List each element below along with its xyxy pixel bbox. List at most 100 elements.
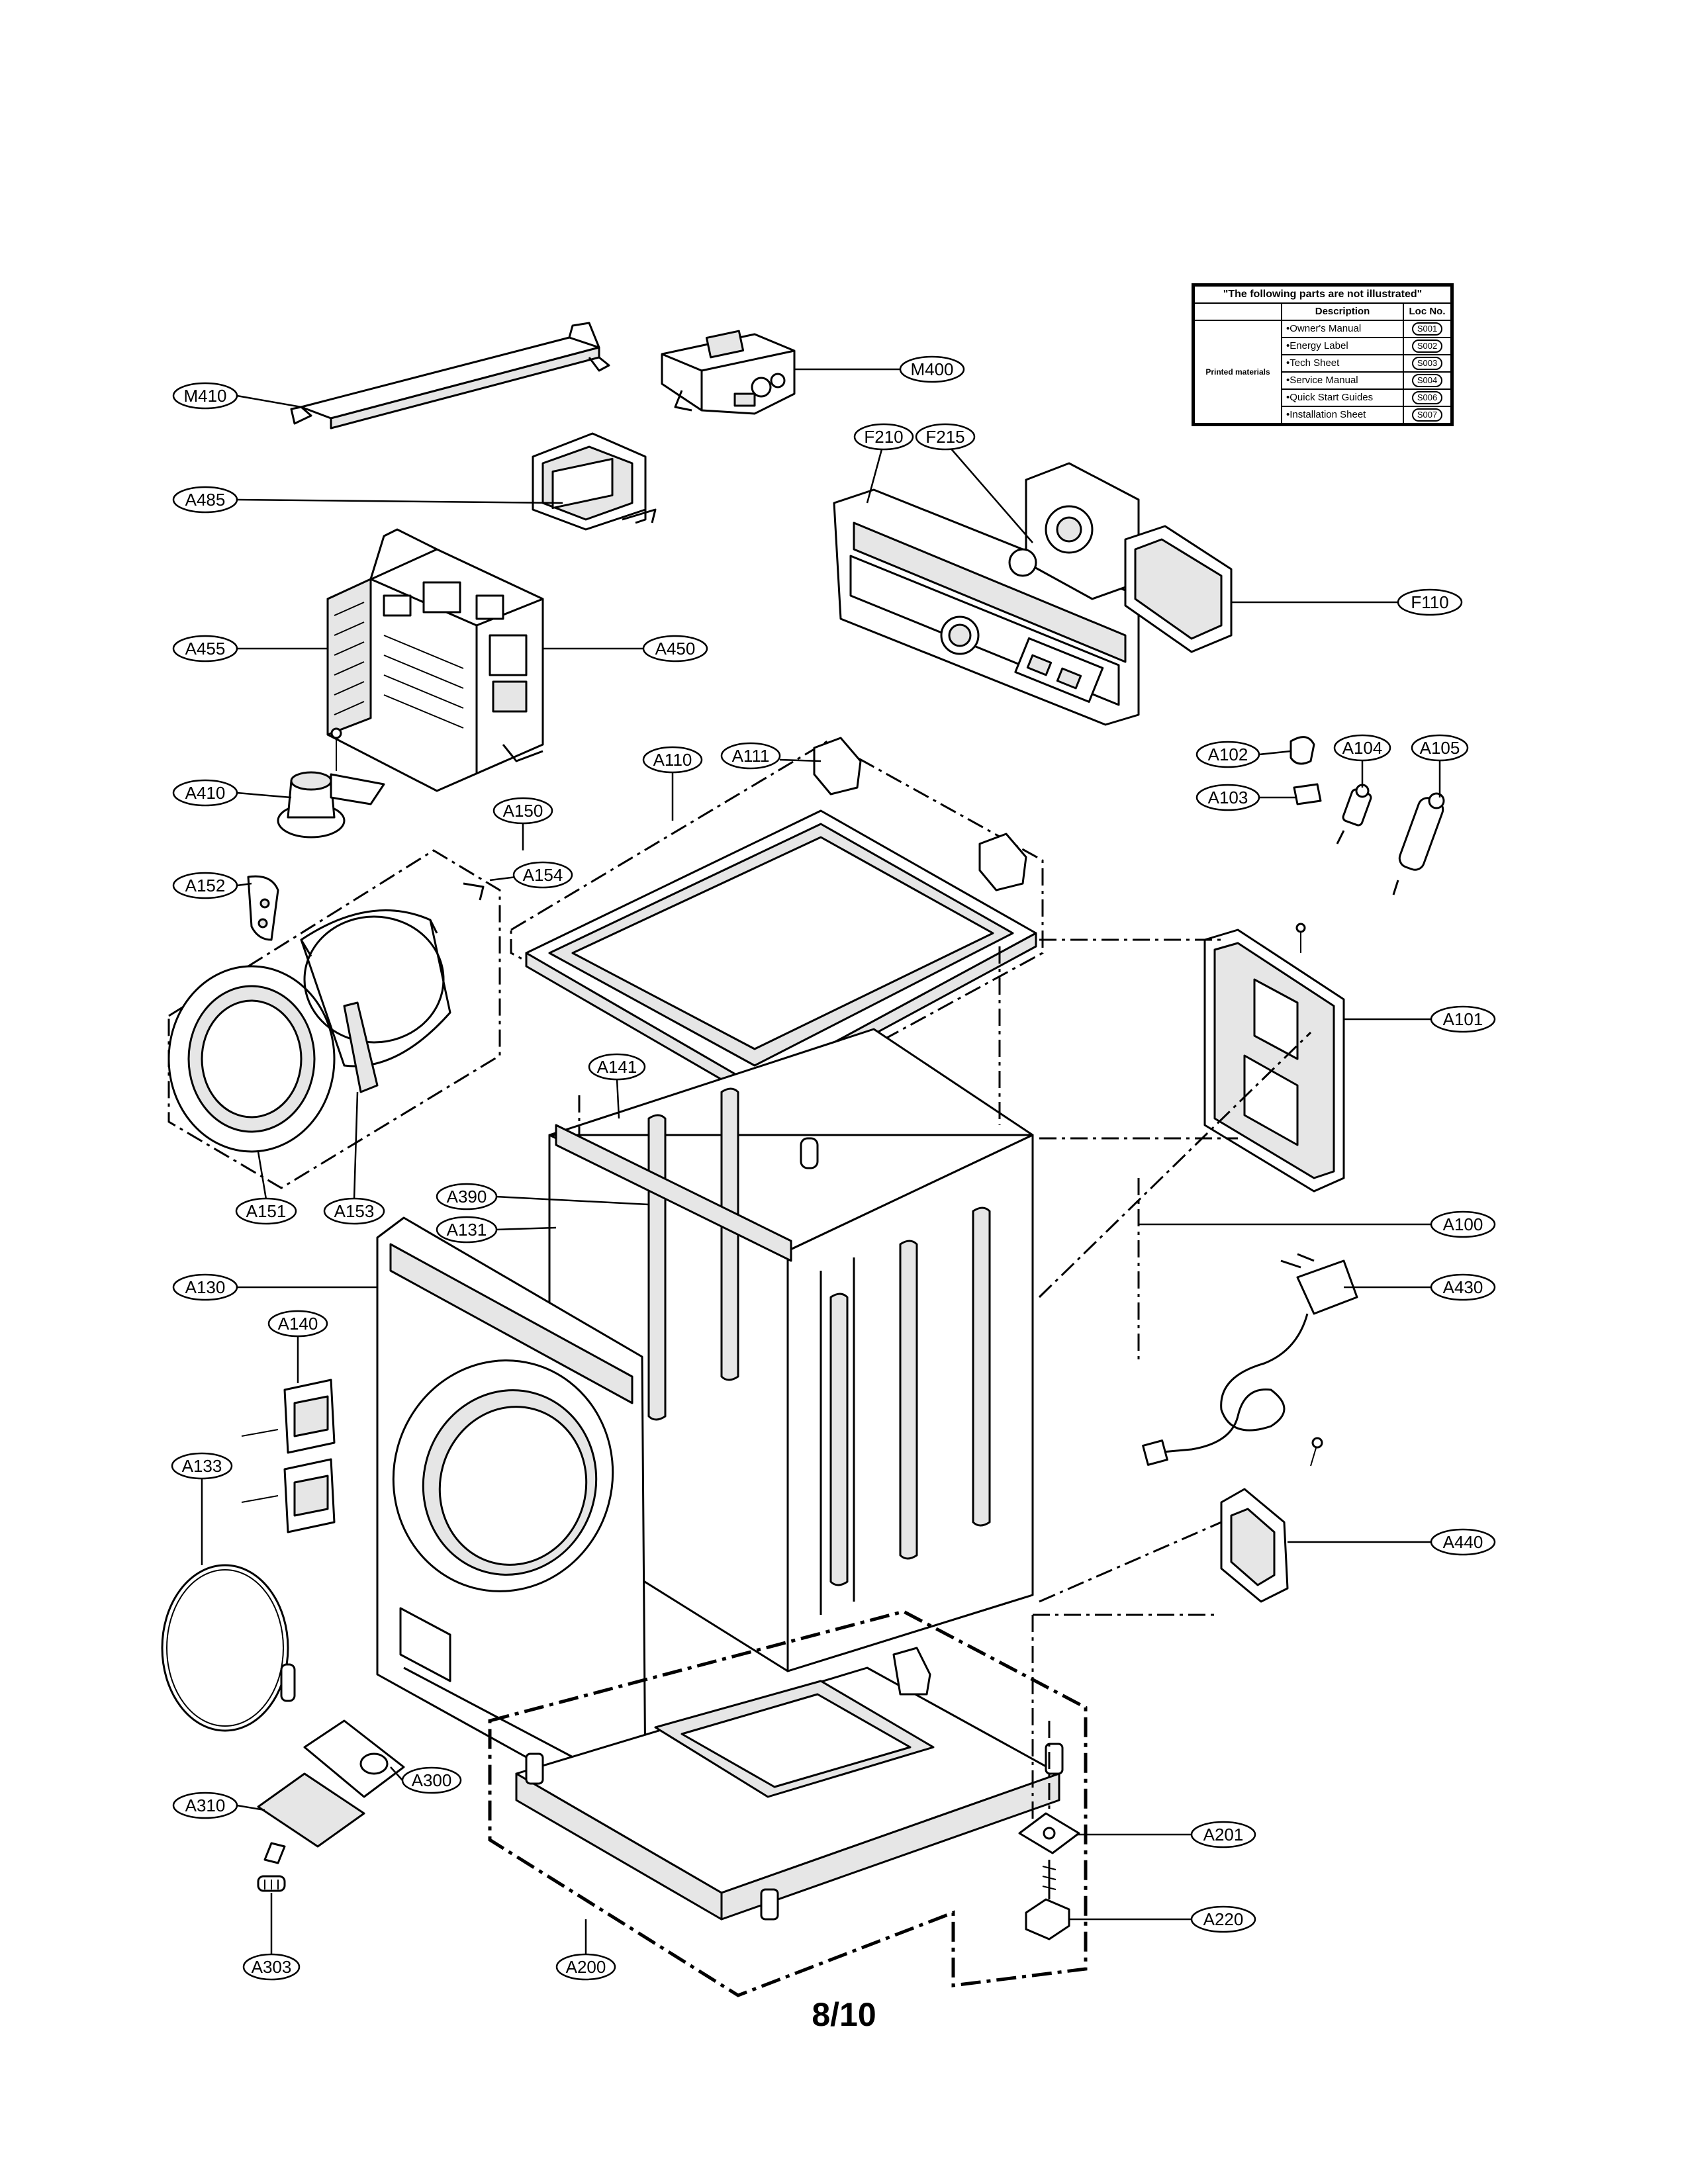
- svg-text:A485: A485: [185, 490, 226, 510]
- svg-text:A130: A130: [185, 1277, 226, 1297]
- latch-curved-part: [247, 875, 279, 941]
- bracket-bar-part: [290, 322, 610, 430]
- row-loc: S004: [1411, 374, 1443, 387]
- callout-a140: A140: [267, 1310, 328, 1338]
- callout-a152: A152: [172, 872, 238, 899]
- front-panel-part: [376, 1216, 647, 1808]
- callout-a201: A201: [1190, 1821, 1256, 1848]
- svg-text:A200: A200: [566, 1957, 606, 1977]
- callout-m400: M400: [899, 355, 965, 383]
- svg-text:M400: M400: [910, 359, 953, 379]
- svg-text:A103: A103: [1208, 788, 1248, 807]
- callout-a200: A200: [555, 1953, 616, 1981]
- table-row: •Service Manual S004: [1194, 371, 1453, 390]
- row-description: •Energy Label: [1281, 337, 1404, 355]
- row-description: •Tech Sheet: [1281, 354, 1404, 373]
- svg-text:A131: A131: [447, 1220, 487, 1240]
- callout-f210: F210: [853, 423, 914, 451]
- leveling-foot-part: [1018, 1812, 1080, 1940]
- svg-text:A310: A310: [185, 1796, 226, 1815]
- group-label: Printed materials: [1192, 320, 1282, 426]
- callout-a101: A101: [1430, 1005, 1496, 1033]
- svg-text:A440: A440: [1443, 1532, 1483, 1552]
- svg-text:A455: A455: [185, 639, 226, 659]
- svg-text:A110: A110: [653, 750, 692, 770]
- callout-a100: A100: [1430, 1210, 1496, 1238]
- svg-text:F210: F210: [864, 427, 903, 447]
- page-number: 8/10: [812, 1996, 876, 2033]
- main-pcb-part: [326, 528, 544, 792]
- callout-a430: A430: [1430, 1273, 1496, 1301]
- row-loc: S007: [1411, 408, 1443, 422]
- callout-a102: A102: [1196, 741, 1260, 768]
- svg-text:A150: A150: [503, 801, 543, 821]
- svg-text:A303: A303: [252, 1957, 292, 1977]
- svg-text:A390: A390: [447, 1187, 487, 1206]
- not-illustrated-table: "The following parts are not illustrated…: [1192, 283, 1454, 426]
- callout-a130: A130: [172, 1273, 238, 1301]
- svg-text:A102: A102: [1208, 745, 1248, 764]
- callout-a154: A154: [512, 861, 573, 889]
- callout-a133: A133: [171, 1452, 233, 1480]
- callout-a410: A410: [172, 779, 238, 807]
- svg-text:A430: A430: [1443, 1277, 1483, 1297]
- pump-unit-part: [661, 330, 796, 415]
- svg-text:A154: A154: [523, 865, 563, 885]
- svg-text:F215: F215: [925, 427, 964, 447]
- svg-text:F110: F110: [1411, 592, 1448, 612]
- svg-text:A220: A220: [1203, 1909, 1244, 1929]
- cabinet-part: [548, 1028, 1034, 1672]
- small-hardware-parts: [1289, 736, 1445, 895]
- svg-text:A152: A152: [185, 876, 226, 895]
- callout-a131: A131: [436, 1216, 498, 1244]
- filter-cover-part: [257, 1719, 405, 1864]
- callout-a455: A455: [172, 635, 238, 662]
- callout-a303: A303: [242, 1953, 301, 1981]
- svg-text:A133: A133: [182, 1456, 222, 1476]
- svg-text:A101: A101: [1443, 1009, 1483, 1029]
- svg-text:A201: A201: [1203, 1825, 1244, 1844]
- svg-text:A151: A151: [246, 1201, 287, 1221]
- svg-text:A104: A104: [1342, 738, 1383, 758]
- screw-part: [257, 1875, 286, 1892]
- column-header-loc: Loc No.: [1403, 302, 1453, 321]
- callout-a450: A450: [642, 635, 708, 662]
- svg-text:A450: A450: [655, 639, 696, 659]
- callout-m410: M410: [172, 382, 238, 410]
- callout-a440: A440: [1430, 1528, 1496, 1556]
- callout-leaders: [201, 368, 1441, 1954]
- callout-a151: A151: [235, 1197, 297, 1225]
- control-box-part: [532, 432, 657, 531]
- rear-panel-part: [1203, 923, 1345, 1193]
- callout-f215: F215: [915, 423, 976, 451]
- callout-a390: A390: [436, 1183, 498, 1210]
- table-row: •Energy Label S002: [1194, 337, 1453, 355]
- door-hinge-part: [241, 1379, 336, 1533]
- table-row: •Installation Sheet S007: [1194, 406, 1453, 426]
- door-gasket-ring-part: [161, 1564, 296, 1732]
- power-cord-part: [1142, 1253, 1358, 1466]
- callout-a485: A485: [172, 486, 238, 514]
- svg-text:A153: A153: [334, 1201, 375, 1221]
- table-empty-header: [1192, 302, 1282, 321]
- front-tub-assembly-part: [167, 849, 501, 1189]
- svg-text:A140: A140: [278, 1314, 318, 1334]
- row-loc: S006: [1411, 391, 1443, 404]
- svg-text:A100: A100: [1443, 1214, 1483, 1234]
- base-frame-part: [488, 1610, 1088, 1997]
- callout-a153: A153: [323, 1197, 385, 1225]
- callout-a105: A105: [1411, 734, 1469, 762]
- alignment-lines: [578, 938, 1312, 1820]
- svg-text:A300: A300: [412, 1770, 452, 1790]
- callout-a310: A310: [172, 1792, 238, 1819]
- door-lock-part: [1220, 1437, 1323, 1603]
- callout-f110: F110: [1397, 588, 1463, 616]
- table-title: "The following parts are not illustrated…: [1192, 284, 1453, 304]
- row-loc: S001: [1411, 322, 1443, 336]
- table-row: Printed materials •Owner's Manual S001: [1192, 320, 1453, 426]
- svg-text:A105: A105: [1420, 738, 1460, 758]
- row-description: •Service Manual: [1281, 371, 1404, 390]
- callout-a220: A220: [1190, 1905, 1256, 1933]
- control-panel-part: [833, 462, 1233, 726]
